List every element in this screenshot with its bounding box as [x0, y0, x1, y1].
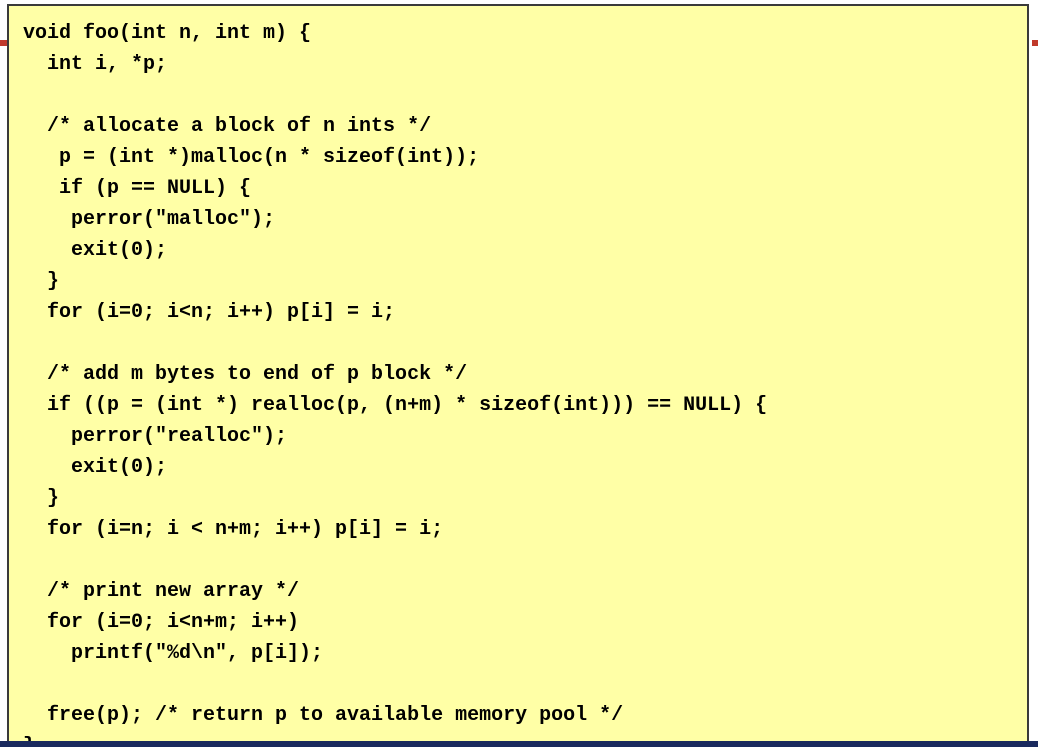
- code-line: exit(0);: [23, 239, 168, 262]
- code-line: [23, 545, 767, 576]
- code-line: printf("%d\n", p[i]);: [23, 642, 324, 665]
- slide-accent-left: [0, 40, 7, 46]
- code-line: perror("realloc");: [23, 425, 288, 448]
- code-line: /* print new array */: [23, 580, 300, 603]
- code-line: perror("malloc");: [23, 208, 276, 231]
- code-line: free(p); /* return p to available memory…: [23, 704, 624, 727]
- code-listing: void foo(int n, int m) { int i, *p; /* a…: [23, 18, 767, 747]
- code-listing-box: void foo(int n, int m) { int i, *p; /* a…: [7, 4, 1029, 747]
- code-line: /* allocate a block of n ints */: [23, 115, 432, 138]
- code-line: if ((p = (int *) realloc(p, (n+m) * size…: [23, 394, 768, 417]
- code-line: [23, 328, 767, 359]
- code-line: exit(0);: [23, 456, 168, 479]
- slide-accent-right: [1032, 40, 1038, 46]
- code-line: void foo(int n, int m) {: [23, 22, 312, 45]
- code-line: }: [23, 487, 60, 510]
- code-line: [23, 80, 767, 111]
- code-line: p = (int *)malloc(n * sizeof(int));: [23, 146, 480, 169]
- code-line: /* add m bytes to end of p block */: [23, 363, 468, 386]
- code-line: for (i=0; i<n; i++) p[i] = i;: [23, 301, 396, 324]
- code-line: [23, 669, 767, 700]
- code-line: for (i=n; i < n+m; i++) p[i] = i;: [23, 518, 444, 541]
- code-line: if (p == NULL) {: [23, 177, 252, 200]
- code-line: for (i=0; i<n+m; i++): [23, 611, 300, 634]
- slide-footer-bar: [0, 741, 1038, 747]
- code-line: int i, *p;: [23, 53, 168, 76]
- code-line: }: [23, 270, 60, 293]
